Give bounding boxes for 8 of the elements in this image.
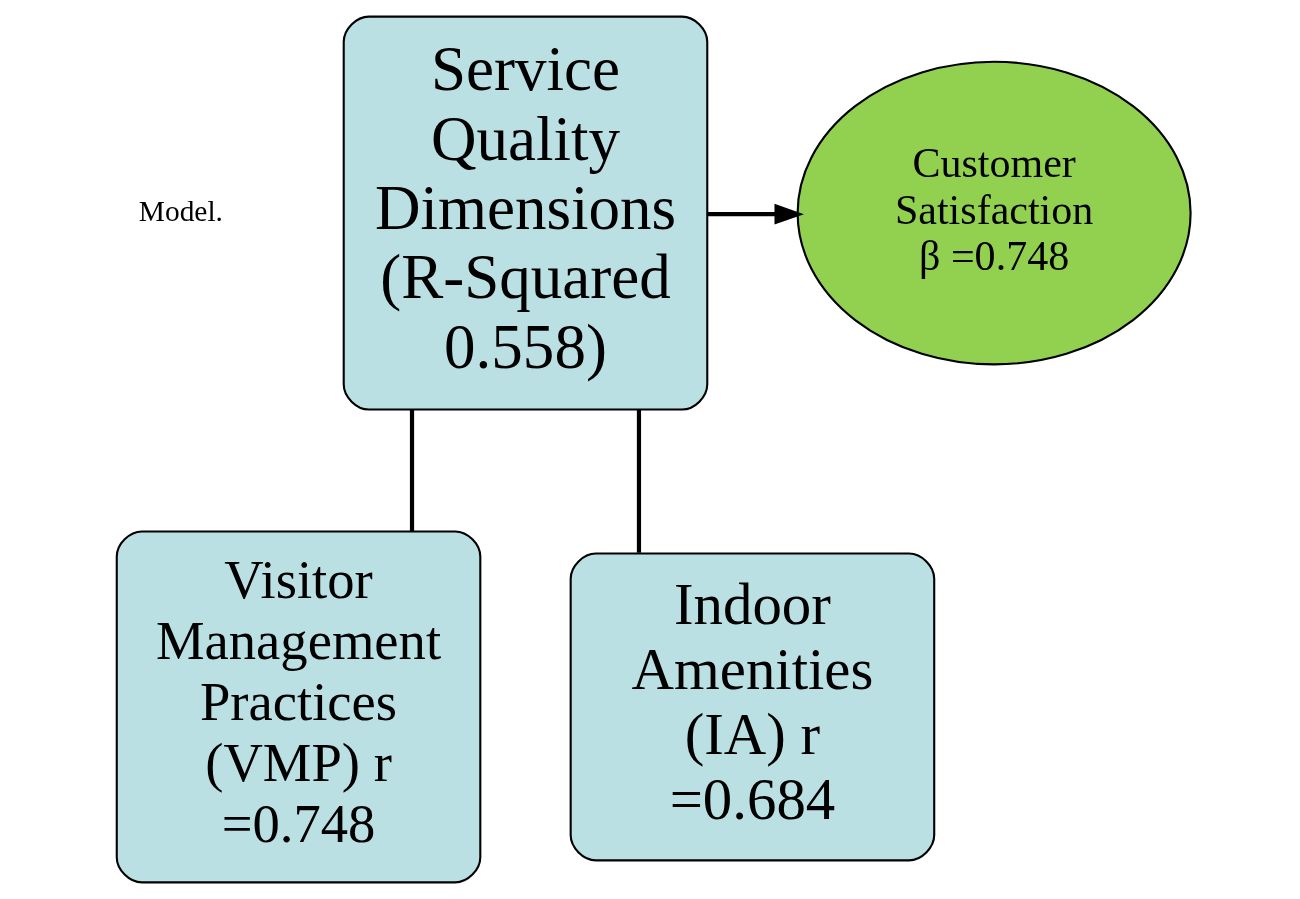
connector: [636, 409, 642, 553]
node-box: Indoor Amenities (IA) r =0.684: [569, 552, 936, 862]
connector: [409, 409, 415, 531]
label: Model.: [138, 194, 223, 227]
node-ellipse: Customer Satisfaction β =0.748: [796, 60, 1192, 366]
arrow: [707, 203, 804, 225]
node-box: Service Quality Dimensions (R-Squared 0.558): [342, 15, 709, 411]
node-box: Visitor Management Practices (VMP) r =0.748: [115, 530, 482, 884]
